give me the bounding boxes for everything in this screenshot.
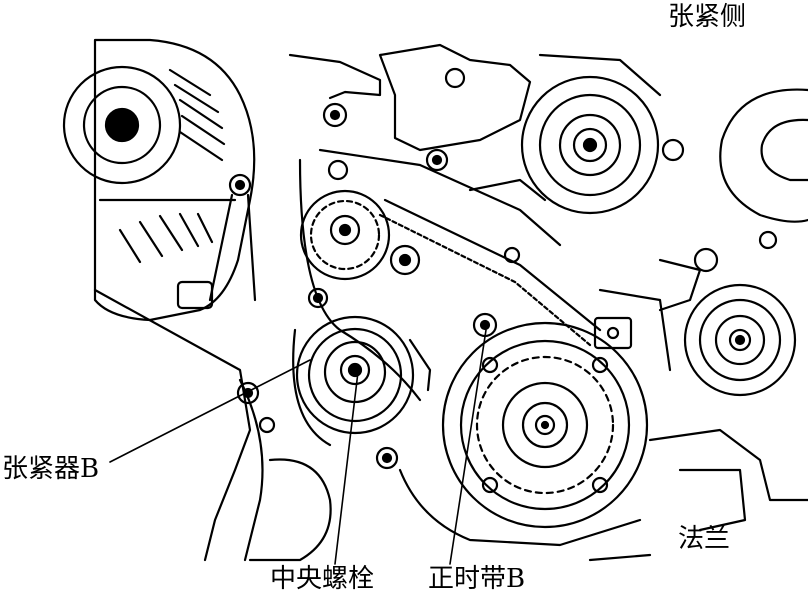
leader-timing-belt-b [449, 329, 487, 565]
leader-tensioner-b [109, 359, 311, 463]
right-edge-pulley [719, 88, 808, 250]
cam-sprocket [299, 159, 391, 281]
alternator [62, 38, 257, 322]
upper-bracket [288, 43, 562, 247]
engine-block-outline [93, 288, 808, 562]
crank-sprocket [441, 312, 649, 529]
leader-center-bolt [334, 371, 359, 565]
right-aux-pulley [593, 247, 797, 397]
callout-leaders [109, 329, 487, 565]
label-tensioner-b: 张紧器B [2, 454, 100, 484]
label-timing-belt-b: 正时带B [428, 564, 526, 594]
upper-right-pulley [520, 53, 685, 215]
tensioner-b-pulley [292, 287, 432, 447]
label-tensioner-side: 张紧侧 [668, 2, 747, 32]
label-center-bolt: 中央螺栓 [270, 564, 375, 594]
label-flange: 法兰 [678, 524, 731, 554]
